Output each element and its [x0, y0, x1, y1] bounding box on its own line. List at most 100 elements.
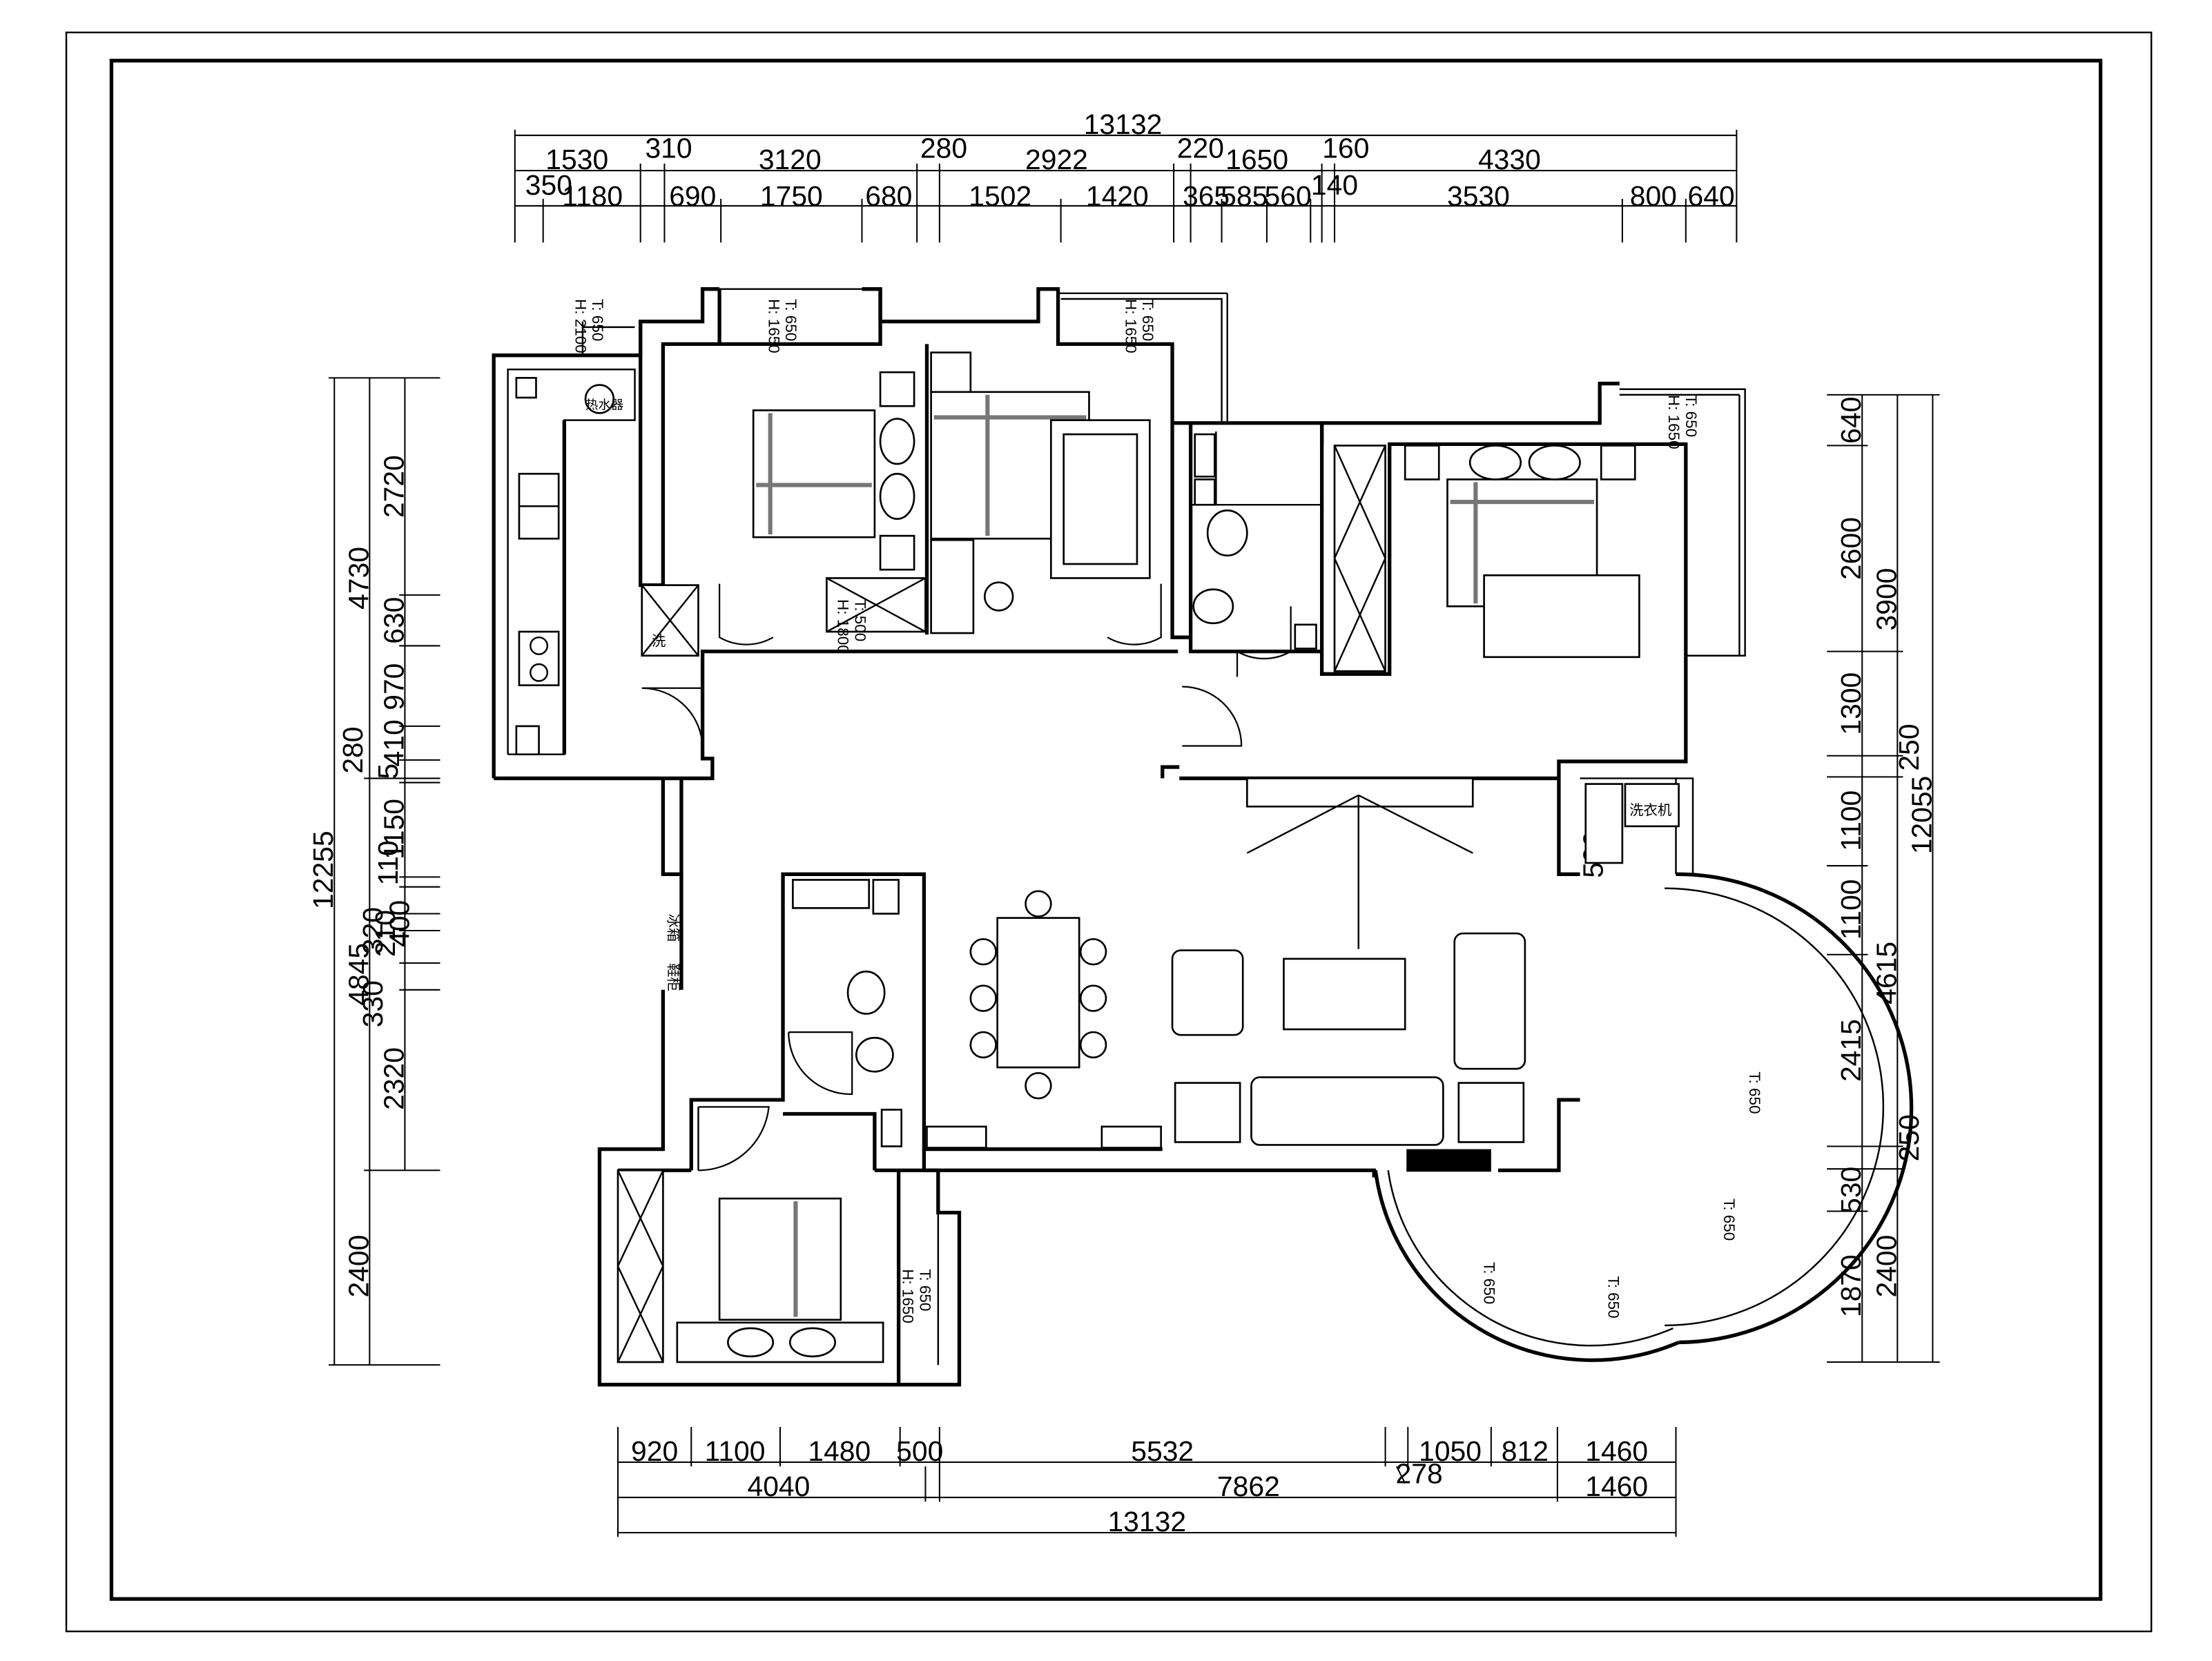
bed-4-headboard — [676, 1321, 884, 1363]
shoe-cabinet-left — [926, 1125, 987, 1149]
wall-bath-2-bottom — [783, 1111, 877, 1171]
dim-label: 690 — [669, 180, 716, 212]
dim-label: 640 — [1688, 180, 1735, 212]
window-notes: T: 650H: 2100 T: 650H: 1650 T: 650H: 165… — [572, 299, 1763, 1323]
note-line: H: 1650 — [1665, 395, 1682, 449]
bay-window-outer-lower — [1373, 1169, 1680, 1362]
window-note: T: 650H: 2100 — [572, 299, 606, 353]
bathroom-2-fixtures — [792, 879, 903, 1147]
dim-label: 400 — [384, 900, 416, 947]
label-fridge: 冰箱 — [666, 914, 681, 942]
note-line: H: 2100 — [572, 299, 589, 353]
desk-2 — [930, 538, 975, 634]
dining-table — [996, 917, 1080, 1069]
tv-view-line-2 — [1358, 794, 1473, 854]
door-bath-1 — [1236, 606, 1292, 677]
dining-chair — [1025, 1071, 1052, 1100]
dim-label: 160 — [1322, 133, 1369, 164]
dim-label: 350 — [525, 169, 572, 201]
washing-machine — [1624, 783, 1680, 828]
desk-chair — [983, 581, 1014, 612]
side-table-left — [1174, 1082, 1241, 1143]
dim-top-row1: 1530 310 3120 280 2922 220 1650 160 4330 — [545, 133, 1541, 175]
dim-label: 1480 — [808, 1435, 871, 1467]
window-note: T: 650H: 1650 — [1122, 299, 1156, 353]
note-line: T: 650 — [1682, 395, 1700, 437]
dim-label: 920 — [631, 1435, 678, 1467]
armchair-right — [1453, 932, 1526, 1070]
washbasin-2 — [855, 1036, 894, 1073]
window-note: T: 650H: 1650 — [900, 1269, 934, 1323]
shelf — [1194, 433, 1216, 478]
dim-label: 530 — [1835, 1167, 1867, 1214]
laundry-room-outline — [1580, 777, 1694, 875]
dim-label: 1650 — [1225, 144, 1288, 175]
dim-label: 1460 — [1585, 1435, 1648, 1467]
window-bedroom-3 — [1619, 388, 1746, 657]
bedroom-4-furniture — [617, 1169, 884, 1363]
door-bedroom-4 — [698, 1106, 770, 1172]
nightstand-1 — [879, 371, 915, 407]
dim-label: 630 — [378, 597, 409, 644]
dim-label: 800 — [1630, 180, 1677, 212]
dim-label: 280 — [920, 133, 967, 164]
coffee-table — [1283, 958, 1406, 1031]
dim-label: 1050 — [1419, 1435, 1482, 1467]
nightstand-2 — [879, 534, 915, 571]
bay-window-note: T: 650 — [1746, 1071, 1763, 1114]
bay-window-note: T: 650 — [1481, 1262, 1498, 1304]
dim-label: 2600 — [1835, 517, 1867, 580]
dim-label: 1502 — [969, 180, 1031, 212]
dining-chair — [1025, 890, 1052, 917]
kitchen-fixtures — [515, 377, 699, 756]
doors — [641, 583, 1292, 1172]
dim-label: 140 — [1311, 169, 1358, 201]
window-note: T: 650H: 1650 — [765, 299, 799, 353]
drawing-frames — [65, 31, 2153, 1633]
bedroom-1-furniture — [752, 371, 926, 633]
dim-label: 410 — [378, 719, 409, 766]
dim-label: 560 — [1265, 180, 1312, 212]
label-laundry: 洗衣机 — [1629, 803, 1671, 819]
dim-label: 1100 — [1835, 790, 1867, 851]
tv-cabinet — [1246, 777, 1474, 808]
dim-label: 4845 — [342, 943, 374, 1006]
label-sink: 洗 — [652, 633, 666, 649]
bathroom-1-fixtures — [1192, 433, 1317, 650]
dim-label: 2400 — [342, 1235, 374, 1298]
dim-label: 680 — [865, 180, 912, 212]
shoe-cabinet-right — [1100, 1125, 1163, 1149]
dim-label: 2922 — [1025, 144, 1088, 175]
bath-2-cabinet — [792, 879, 871, 909]
dim-label: 250 — [1893, 723, 1925, 770]
dining-chair — [969, 984, 997, 1012]
note-line: H: 1650 — [900, 1269, 917, 1323]
pillow-6 — [788, 1327, 837, 1358]
rug-3 — [1483, 574, 1640, 659]
wall-living-south — [922, 1149, 1376, 1178]
dim-label: 1530 — [545, 144, 608, 175]
dim-label: 1180 — [562, 180, 623, 212]
note-line: T: 650 — [782, 299, 799, 341]
dim-label: 4040 — [747, 1470, 810, 1502]
bay-window-note: T: 650 — [1720, 1198, 1738, 1241]
dim-label: 5 — [372, 764, 404, 779]
dim-label: 1100 — [705, 1435, 766, 1467]
room-labels: 热水器 洗 洗衣机 冰箱 鞋柜 — [585, 397, 1671, 991]
nightstand-3 — [930, 351, 972, 394]
note-line: T: 500 — [851, 599, 869, 641]
dim-top-row2: 350 1180 690 1750 680 1502 1420 365 585 … — [525, 169, 1735, 212]
door-hall — [1182, 686, 1243, 747]
inner-border — [109, 59, 2103, 1601]
kitchen-counter-outline — [507, 368, 636, 755]
dim-label: 1460 — [1585, 1470, 1648, 1502]
wall-bath-left — [1188, 422, 1322, 654]
dim-label: 1150 — [378, 799, 409, 859]
dim-label: 4730 — [342, 547, 374, 610]
window-note: T: 650H: 1650 — [1665, 395, 1700, 449]
outer-border — [65, 31, 2153, 1633]
kitchen-cabinet — [515, 725, 540, 756]
nightstand-5 — [1600, 445, 1636, 480]
note-line: H: 1800 — [835, 599, 852, 654]
dim-label: 2320 — [378, 1047, 409, 1110]
